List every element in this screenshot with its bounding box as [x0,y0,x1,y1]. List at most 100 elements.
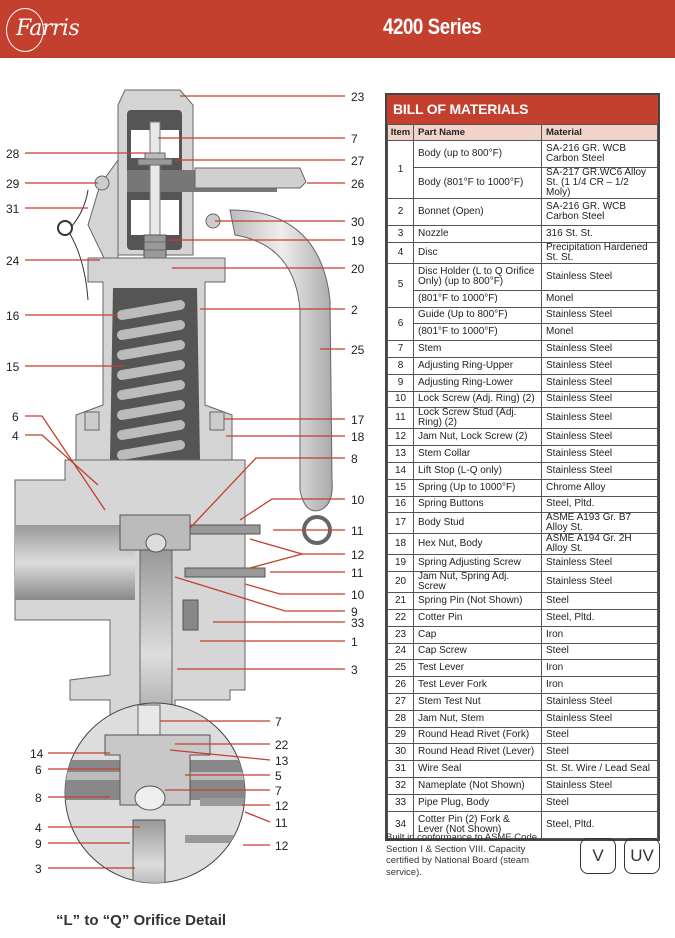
bom-material: Precipitation Hardened St. St. [541,241,658,264]
bom-item-number: 22 [387,608,414,627]
bom-item-number: 29 [387,726,414,745]
bom-item-number: 3 [387,225,414,243]
col-material: Material [541,124,658,141]
bom-part-name: Wire Seal [413,760,542,778]
bom-item-number: 7 [387,340,414,358]
callout-10-lower: 10 [351,588,365,602]
bom-row: (801°F to 1000°F)Monel [388,289,658,308]
detail-callout-14: 14 [30,747,44,761]
valve-drawing [14,89,345,884]
bom-item-number: 26 [387,676,414,694]
bom-material: St. St. Wire / Lead Seal [541,760,658,778]
spring [117,300,185,460]
farris-logo: Farris [6,8,88,52]
bom-part-name: Adjusting Ring-Lower [413,373,542,392]
bom-part-name: Body Stud [413,512,542,535]
callout-2: 2 [351,303,358,317]
bom-part-name: Test Lever [413,659,542,678]
bom-part-name: Jam Nut, Stem [413,709,542,728]
detail-callout-22: 22 [275,738,289,752]
bom-part-name: Round Head Rivet (Lever) [413,743,542,762]
callout-11: 11 [351,524,364,538]
detail-callout-4: 4 [35,821,42,835]
bom-part-name: (801°F to 1000°F) [413,323,542,342]
bom-item-number: 16 [387,495,414,514]
bom-item-number: 8 [387,356,414,375]
bom-item-number: 18 [387,533,414,556]
bom-material: Stainless Steel [541,262,658,291]
bom-part-name: Test Lever Fork [413,676,542,694]
bom-item-number: 10 [387,390,414,409]
bom-part-name: Adjusting Ring-Upper [413,356,542,375]
bom-item-number: 13 [387,445,414,463]
bom-item-number: 33 [387,793,414,812]
bom-item-number: 27 [387,692,414,711]
bom-part-name: Disc Holder (L to Q Orifice Only) (up to… [413,262,542,291]
bom-material: Stainless Steel [541,709,658,728]
bom-material: Steel [541,592,658,610]
callout-27: 27 [351,154,365,168]
callout-11-lower: 11 [351,566,364,580]
test-lever-fork [194,167,307,189]
bom-item-number: 21 [387,592,414,610]
bom-material: SA-216 GR. WCB Carbon Steel [541,198,658,226]
logo-ring [6,8,44,52]
bom-material: Stainless Steel [541,390,658,409]
detail-callout-7: 7 [275,715,282,729]
bom-material: Iron [541,625,658,644]
bom-part-name: Spring Buttons [413,495,542,514]
bom-material: SA-216 GR. WCB Carbon Steel [541,140,658,168]
callout-10: 10 [351,493,365,507]
bom-item-number: 12 [387,428,414,447]
callout-25: 25 [351,343,365,357]
bom-part-name: Stem Collar [413,445,542,463]
callout-12: 12 [351,548,365,562]
bom-part-name: Spring Pin (Not Shown) [413,592,542,610]
asme-uv-stamp: UV [624,838,660,874]
bom-item-number: 5 [387,262,414,308]
detail-callout-11: 11 [275,816,288,830]
header-banner: Farris 4200 Series [0,0,675,58]
detail-callout-3: 3 [35,862,42,876]
bom-item-number: 6 [387,306,414,342]
valve-cutaway-diagram: 23 7 28 27 29 26 31 30 19 24 20 16 2 25 … [0,60,380,938]
callout-26: 26 [351,177,365,191]
bom-material: Iron [541,659,658,678]
bom-part-name: Disc [413,241,542,264]
bom-part-name: (801°F to 1000°F) [413,289,542,308]
callout-23: 23 [351,90,365,104]
bom-material: Chrome Alloy [541,478,658,497]
callout-24: 24 [6,254,20,268]
callout-6: 6 [12,410,19,424]
callout-7: 7 [351,132,358,146]
bom-material: ASME A193 Gr. B7 Alloy St. [541,512,658,535]
bom-item-number: 2 [387,198,414,226]
bom-item-number: 34 [387,810,414,839]
detail-callout-5: 5 [275,769,282,783]
bom-part-name: Nozzle [413,225,542,243]
bom-item-number: 17 [387,512,414,535]
series-title: 4200 Series [383,14,482,39]
bom-part-name: Hex Nut, Body [413,533,542,556]
bom-item-number: 23 [387,625,414,644]
lock-screw-lower [184,567,266,578]
callout-8: 8 [351,452,358,466]
bom-material: Stainless Steel [541,356,658,375]
bom-item-number: 14 [387,461,414,480]
